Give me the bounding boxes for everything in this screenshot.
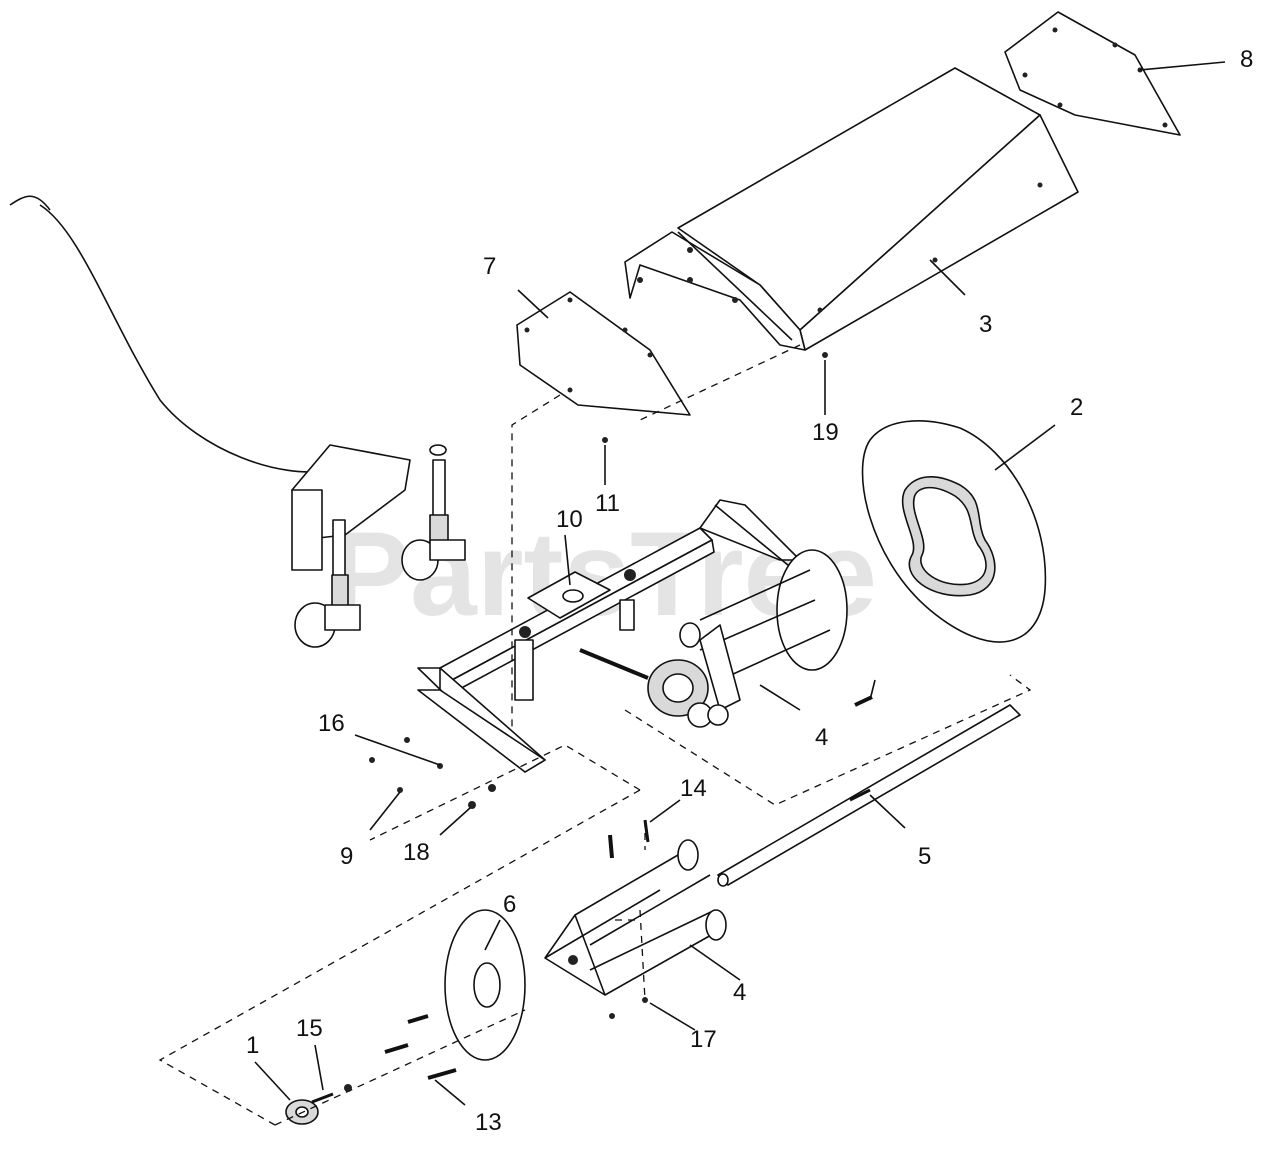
part-6-disc [444, 909, 526, 1061]
part-5-shaft [717, 704, 1021, 887]
callout-5: 5 [918, 843, 931, 870]
part-4-rotor-upper [579, 549, 848, 728]
small-hardware [344, 352, 873, 1092]
part-7-side-plate [516, 291, 691, 416]
part-3-hood [624, 67, 1079, 351]
part-2-drum-pad [861, 420, 1047, 643]
part-8-side-plate [1004, 11, 1181, 136]
callout-2: 2 [1070, 394, 1083, 421]
callout-15: 16 [318, 710, 345, 737]
callout-17: 18 [403, 839, 430, 866]
callout-4-lower: 4 [733, 979, 746, 1006]
leader-lines [254, 61, 1226, 1106]
callout-11: 11 [595, 490, 620, 517]
callout-6: 6 [503, 891, 516, 918]
callout-10: 9 [340, 843, 353, 870]
part-4-rotor-lower [544, 839, 727, 996]
part-1-knob [285, 1092, 334, 1125]
callout-4-upper: 4 [815, 724, 828, 751]
callout-1: 1 [246, 1032, 259, 1059]
callouts: 8 3 2 7 19 11 10 4 5 16 9 18 14 6 4 17 1… [246, 46, 1253, 1136]
callout-18: 19 [812, 419, 839, 446]
control-assembly [9, 195, 466, 648]
callout-7: 7 [483, 253, 496, 280]
assembly-dash-lines [158, 344, 1032, 1126]
main-frame [417, 499, 801, 773]
callout-12: 13 [475, 1109, 502, 1136]
callout-8: 8 [1240, 46, 1253, 73]
callout-14: 15 [296, 1015, 323, 1042]
callout-3: 3 [979, 311, 992, 338]
callout-9: 10 [556, 506, 583, 533]
callout-16: 17 [690, 1026, 717, 1053]
callout-13: 14 [680, 775, 707, 802]
